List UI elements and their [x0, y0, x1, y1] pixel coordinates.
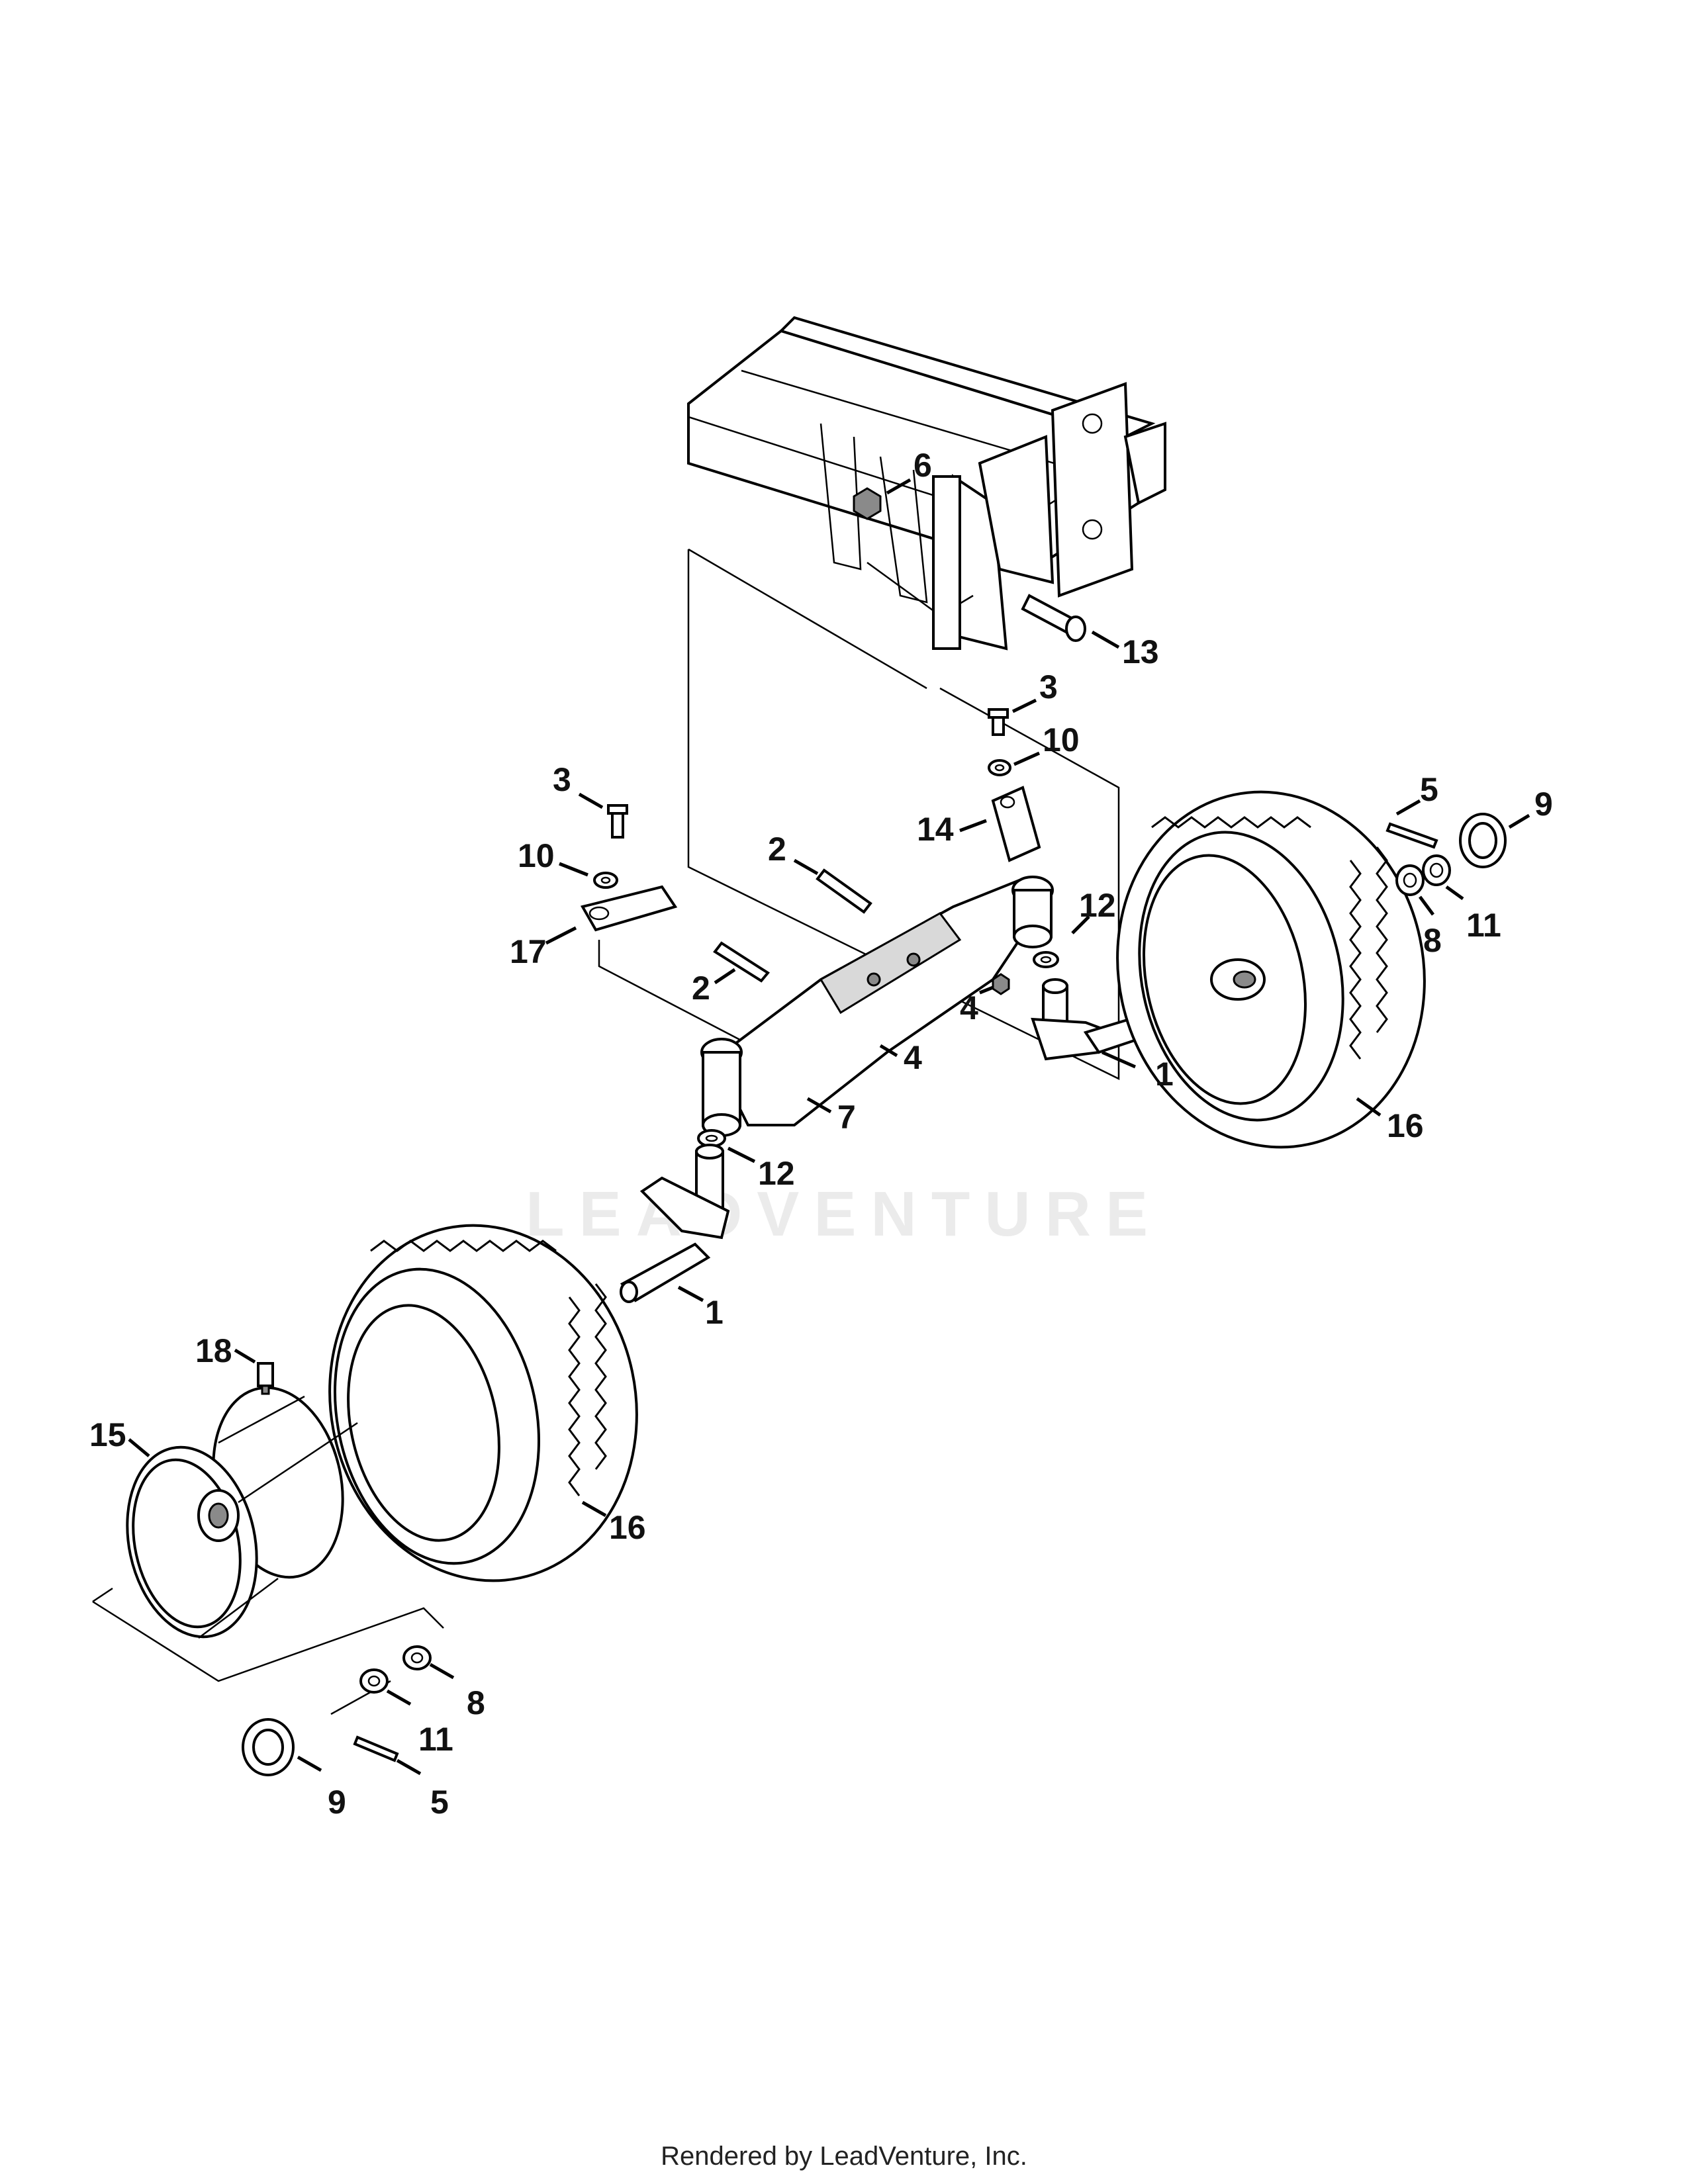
callout-9-left: 9	[328, 1784, 346, 1821]
callout-16-left: 16	[609, 1509, 646, 1546]
callout-4-left: 4	[904, 1039, 922, 1076]
callout-2-lower: 2	[692, 970, 710, 1007]
callout-3-right: 3	[1039, 668, 1058, 705]
part-13-pin	[1021, 594, 1086, 642]
callout-4-right: 4	[960, 989, 978, 1026]
part-2-pin-upper	[816, 868, 872, 914]
callout-8-left: 8	[467, 1684, 485, 1721]
callout-14: 14	[917, 811, 954, 848]
part-9-cap-right	[1459, 813, 1507, 868]
part-15-wheel-rim	[126, 1386, 358, 1639]
callout-3-left: 3	[553, 761, 571, 798]
callout-13: 13	[1122, 633, 1159, 670]
part-8-washer-right	[1395, 864, 1425, 896]
part-18-valve-stem	[257, 1362, 274, 1395]
callout-15: 15	[89, 1416, 126, 1453]
callout-18: 18	[195, 1332, 232, 1369]
part-12-washer-left	[697, 1129, 726, 1148]
part-6-nut	[853, 487, 882, 520]
callout-10-right: 10	[1043, 721, 1080, 758]
part-12-washer-right	[1033, 951, 1059, 968]
part-11-washer-left	[359, 1668, 389, 1694]
callout-5-right: 5	[1420, 771, 1438, 808]
callout-16-right: 16	[1387, 1107, 1424, 1144]
part-5-pin-left	[353, 1735, 399, 1762]
part-17-steering-arm	[580, 885, 678, 932]
part-10-washer-left	[593, 872, 618, 889]
frame-rails	[687, 316, 1166, 651]
leader-lines	[128, 478, 1530, 1776]
callout-6: 6	[914, 447, 932, 484]
part-10-washer-right	[988, 759, 1011, 776]
part-9-cap-left	[242, 1718, 295, 1776]
footer-credit: Rendered by LeadVenture, Inc.	[661, 2142, 1027, 2171]
part-16-tire-left	[328, 1224, 638, 1582]
callout-8-right: 8	[1423, 922, 1442, 959]
part-8-washer-left	[402, 1645, 432, 1670]
callout-5-left: 5	[430, 1784, 449, 1821]
part-3-bolt-right	[988, 708, 1009, 736]
part-5-pin-right	[1385, 822, 1438, 849]
part-14-steering-link	[991, 786, 1041, 862]
callout-17: 17	[510, 933, 547, 970]
part-2-pin-lower	[713, 941, 770, 983]
callout-11-left: 11	[418, 1721, 453, 1758]
part-3-bolt-left	[607, 804, 628, 839]
callout-2-upper: 2	[768, 831, 786, 868]
callout-1-left: 1	[705, 1294, 724, 1331]
callout-11-right: 11	[1466, 907, 1501, 944]
part-1-spindle-left	[620, 1144, 730, 1303]
callout-1-right: 1	[1155, 1056, 1174, 1093]
callout-12-left: 12	[758, 1155, 795, 1192]
part-11-washer-right	[1422, 854, 1451, 886]
part-7-front-axle	[700, 876, 1054, 1137]
watermark: LEADVENTURE	[525, 1179, 1163, 1250]
callout-10-left: 10	[518, 837, 555, 874]
callout-12-right: 12	[1079, 887, 1116, 924]
part-16-tire-right	[1116, 790, 1426, 1149]
callout-7: 7	[837, 1099, 856, 1136]
callout-9-right: 9	[1534, 786, 1553, 823]
